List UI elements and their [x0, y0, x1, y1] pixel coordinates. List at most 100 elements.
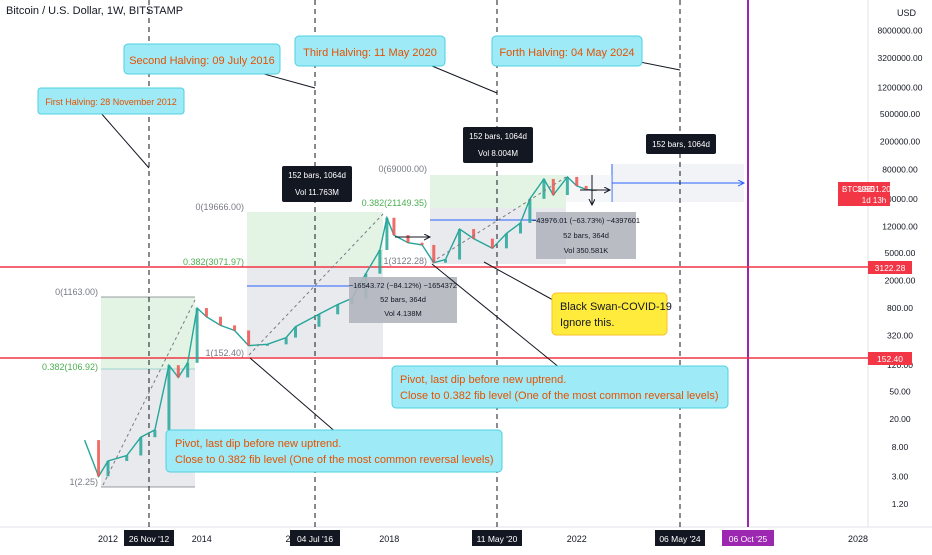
- svg-text:Vol 11.763M: Vol 11.763M: [295, 188, 339, 197]
- fib-1-bottom-label: 1(2.25): [69, 477, 98, 487]
- candle-30: [490, 238, 494, 249]
- price-label-current: BTCUSD 39651.20 1d 13h: [838, 182, 891, 206]
- svg-text:−16543.72 (−84.12%) −1654372: −16543.72 (−84.12%) −1654372: [349, 281, 457, 290]
- halving-4-text: Forth Halving: 04 May 2024: [499, 47, 634, 59]
- candle-1: [97, 440, 101, 477]
- time-tick-2014: 2014: [192, 534, 212, 544]
- fib-1-mid-label: 0.382(106.92): [42, 362, 98, 372]
- price-tick-11: 800.00: [887, 303, 913, 313]
- price-axis-ticks: 8000000.003200000.001200000.00500000.002…: [878, 25, 923, 508]
- candle-11: [219, 316, 222, 326]
- svg-text:04 Jul '16: 04 Jul '16: [297, 534, 333, 544]
- drawdown-box-1[interactable]: −16543.72 (−84.12%) −1654372 52 bars, 36…: [349, 277, 457, 323]
- candle-9: [195, 308, 199, 363]
- fib-1[interactable]: 0(1163.00) 0.382(106.92) 1(2.25): [42, 287, 195, 488]
- projection-box[interactable]: [566, 164, 744, 202]
- candle-10: [204, 308, 208, 317]
- price-tick-10: 2000.00: [885, 275, 916, 285]
- covid-note[interactable]: Black Swan-COVID-19 Ignore this.: [483, 261, 672, 336]
- candle-29: [472, 229, 476, 239]
- fib-2-top-label: 0(19666.00): [195, 202, 244, 212]
- svg-text:3122.28: 3122.28: [875, 263, 906, 273]
- fib-3-top-label: 0(69000.00): [378, 164, 427, 174]
- svg-text:152 bars, 1064d: 152 bars, 1064d: [288, 171, 346, 180]
- candle-25: [420, 242, 424, 245]
- svg-text:11 May '20: 11 May '20: [477, 534, 518, 544]
- svg-text:06 Oct '25: 06 Oct '25: [729, 534, 768, 544]
- candle-22: [385, 217, 389, 250]
- svg-text:152.40: 152.40: [877, 354, 903, 364]
- candle-16: [294, 326, 297, 338]
- price-tick-6: 80000.00: [882, 164, 918, 174]
- halving-callout-1[interactable]: First Halving: 28 November 2012: [37, 87, 185, 169]
- svg-text:Ignore this.: Ignore this.: [560, 317, 614, 329]
- svg-text:−43976.01 (−63.73%) −4397601: −43976.01 (−63.73%) −4397601: [532, 216, 640, 225]
- svg-text:Vol 4.138M: Vol 4.138M: [384, 309, 422, 318]
- pivot-callout-2[interactable]: Pivot, last dip before new uptrend. Clos…: [391, 263, 729, 409]
- time-tick-2028: 2028: [848, 534, 868, 544]
- stats-box-3[interactable]: 152 bars, 1064d: [646, 134, 716, 154]
- price-tick-4: 500000.00: [880, 109, 920, 119]
- candle-37: [575, 176, 579, 186]
- svg-text:39651.20: 39651.20: [857, 185, 891, 194]
- event-date-label-1: 26 Nov '12: [124, 530, 174, 546]
- svg-text:152 bars, 1064d: 152 bars, 1064d: [652, 140, 710, 149]
- candle-2: [106, 460, 110, 477]
- price-tick-9: 5000.00: [885, 248, 916, 258]
- event-date-label-3: 11 May '20: [472, 530, 522, 546]
- halving-callout-2[interactable]: Second Halving: 09 July 2016: [123, 43, 316, 89]
- time-tick-2012: 2012: [98, 534, 118, 544]
- candle-5: [153, 429, 157, 438]
- candle-27: [444, 259, 447, 263]
- price-tick-2: 3200000.00: [878, 53, 923, 63]
- price-tick-15: 20.00: [889, 414, 911, 424]
- halving-callout-3[interactable]: Third Halving: 11 May 2020: [294, 35, 498, 94]
- candle-35: [551, 178, 555, 196]
- price-tick-13: 120.00: [887, 360, 913, 370]
- svg-text:1d 13h: 1d 13h: [862, 196, 886, 205]
- event-date-label-4: 06 May '24: [655, 530, 705, 546]
- svg-text:Black Swan-COVID-19: Black Swan-COVID-19: [560, 301, 672, 313]
- candle-33: [528, 198, 532, 223]
- svg-text:06 May '24: 06 May '24: [659, 534, 701, 544]
- pivot-callout-1[interactable]: Pivot, last dip before new uptrend. Clos…: [165, 357, 503, 473]
- fib-3[interactable]: 0(69000.00) 0.382(21149.35) 1(3122.28): [362, 164, 566, 266]
- candle-23: [392, 217, 396, 236]
- svg-text:Pivot, last dip before new upt: Pivot, last dip before new uptrend.: [175, 438, 341, 450]
- candle-12: [233, 325, 237, 331]
- candle-6: [167, 365, 171, 430]
- time-tick-2022: 2022: [567, 534, 587, 544]
- halving-callout-4[interactable]: Forth Halving: 04 May 2024: [491, 35, 681, 71]
- candle-31: [504, 233, 508, 249]
- price-tick-16: 8.00: [892, 442, 909, 452]
- price-tick-17: 3.00: [892, 471, 909, 481]
- svg-text:52 bars, 364d: 52 bars, 364d: [563, 231, 609, 240]
- fib-1-upper-zone: [101, 297, 195, 369]
- time-tick-2018: 2018: [379, 534, 399, 544]
- candle-38: [584, 185, 588, 190]
- candle-15: [284, 337, 288, 345]
- price-tick-3: 1200000.00: [878, 83, 923, 93]
- svg-text:Vol 350.581K: Vol 350.581K: [564, 246, 609, 255]
- stats-box-2[interactable]: 152 bars, 1064d Vol 8.004M: [463, 127, 533, 163]
- svg-text:Vol 8.004M: Vol 8.004M: [478, 149, 518, 158]
- candle-24: [406, 235, 410, 243]
- event-date-label-5: 06 Oct '25: [722, 530, 774, 546]
- halving-1-text: First Halving: 28 November 2012: [45, 97, 177, 107]
- drawdown-box-2[interactable]: −43976.01 (−63.73%) −4397601 52 bars, 36…: [532, 212, 640, 259]
- fib-2-upper-zone: [247, 212, 383, 267]
- candle-3: [125, 455, 129, 461]
- price-tick-12: 320.00: [887, 331, 913, 341]
- svg-text:Close to 0.382 fib level (One: Close to 0.382 fib level (One of the mos…: [400, 390, 719, 402]
- candle-17: [317, 314, 321, 327]
- candle-14: [265, 344, 269, 346]
- stats-box-1[interactable]: 152 bars, 1064d Vol 11.763M: [282, 166, 352, 202]
- halving-2-text: Second Halving: 09 July 2016: [129, 55, 275, 67]
- currency-label: USD: [897, 8, 917, 18]
- svg-text:26 Nov '12: 26 Nov '12: [129, 534, 170, 544]
- candle-13: [247, 330, 251, 346]
- svg-text:Close to 0.382 fib level (One: Close to 0.382 fib level (One of the mos…: [175, 454, 494, 466]
- chart-title: Bitcoin / U.S. Dollar, 1W, BITSTAMP: [6, 5, 184, 17]
